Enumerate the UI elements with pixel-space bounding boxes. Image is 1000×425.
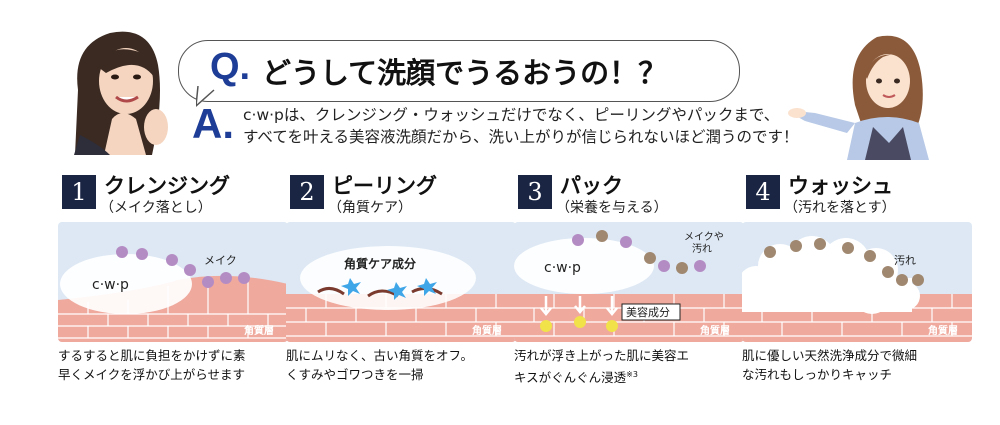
answer-mark: A. xyxy=(192,100,234,147)
cwp-bubble xyxy=(60,254,192,314)
step-1-desc-line-1: するすると肌に負担をかけずに素 xyxy=(58,348,246,363)
down-arrow-icon xyxy=(606,296,618,316)
step-4-desc-line-2: な汚れもしっかりキャッチ xyxy=(742,367,893,382)
beauty-label-box xyxy=(621,303,681,321)
step-2-diagram: 角質ケア成分 角質層 xyxy=(286,222,516,342)
makeup-particle xyxy=(572,234,584,246)
step-1-diagram: c·w·p メイク 角質層 xyxy=(58,222,288,342)
makeup-particle xyxy=(166,254,178,266)
question-text: どうして洗顔でうるおうの！？ xyxy=(262,56,668,90)
makeup-particle xyxy=(694,260,706,272)
step-3-desc-line-2: キスがぐんぐん浸透※3 xyxy=(514,365,638,387)
beauty-ingredient xyxy=(606,320,618,332)
step-1-subtitle: （メイク落とし） xyxy=(100,200,212,216)
dirt-particle xyxy=(842,242,854,254)
dirt-particle xyxy=(864,250,876,262)
layer-label: 角質層 xyxy=(472,324,502,337)
product-label: c·w·p xyxy=(544,260,581,276)
makeup-particle xyxy=(658,260,670,272)
dirt-label-1: メイクや xyxy=(684,231,724,243)
care-bubble xyxy=(300,246,476,310)
answer-line-1: c·w·pは、クレンジング・ウォッシュだけでなく、ピーリングやパックまで、 xyxy=(243,106,780,124)
dirt-label: 汚れ xyxy=(894,254,916,267)
makeup-particle xyxy=(136,248,148,260)
woman-photo xyxy=(60,15,180,155)
step-2-desc-line-1: 肌にムリなく、古い角質をオフ。 xyxy=(286,348,474,363)
care-sparkle xyxy=(387,282,407,300)
beauty-ingredient xyxy=(574,316,586,328)
makeup-particle xyxy=(184,264,196,276)
dirt-particle xyxy=(896,274,908,286)
step-3-desc-line-1: 汚れが浮き上がった肌に美容エ xyxy=(514,348,690,363)
layer-label: 角質層 xyxy=(928,324,958,337)
question-bubble xyxy=(178,40,740,102)
step-2-subtitle: （角質ケア） xyxy=(328,200,412,216)
makeup-particle xyxy=(620,236,632,248)
step-3-number: 3 xyxy=(518,175,552,209)
answer-line-2: すべてを叶える美容液洗顔だから、洗い上がりが信じられないほど潤うのです！ xyxy=(243,128,799,146)
dirt-particle xyxy=(790,240,802,252)
step-1-desc-line-2: 早くメイクを浮かび上がらせます xyxy=(58,367,246,382)
step-2-desc-line-2: くすみやゴワつきを一掃 xyxy=(286,367,424,382)
beauty-label: 美容成分 xyxy=(626,305,670,319)
dirt-particle xyxy=(596,230,608,242)
down-arrow-icon xyxy=(540,296,552,316)
illustrated-woman xyxy=(785,15,935,160)
step-4-title: ウォッシュ xyxy=(788,173,893,198)
beauty-ingredient xyxy=(540,320,552,332)
step-1-number: 1 xyxy=(62,175,96,209)
step-1-title: クレンジング xyxy=(104,173,230,198)
dirt-particle xyxy=(644,252,656,264)
step-4-diagram: 汚れ 角質層 xyxy=(742,222,972,342)
dirt-particle xyxy=(676,262,688,274)
layer-label: 角質層 xyxy=(700,324,730,337)
question-bubble-tail xyxy=(196,86,215,108)
foam-cloud xyxy=(742,236,920,314)
step-3-desc-text: キスがぐんぐん浸透 xyxy=(514,370,627,386)
step-4-number: 4 xyxy=(746,175,780,209)
step-3-title: パック xyxy=(560,173,623,198)
cwp-bubble xyxy=(514,238,654,294)
footnote-mark: ※3 xyxy=(626,370,638,379)
makeup-particle xyxy=(220,272,232,284)
makeup-particle xyxy=(238,272,250,284)
dirt-particle xyxy=(912,274,924,286)
step-2-title: ピーリング xyxy=(332,173,437,198)
layer-label: 角質層 xyxy=(244,324,274,337)
dirt-label-2: 汚れ xyxy=(692,242,712,255)
question-mark: Q. xyxy=(210,46,251,88)
dirt-particle xyxy=(882,266,894,278)
makeup-label: メイク xyxy=(204,254,237,267)
makeup-particle xyxy=(202,276,214,288)
step-2-number: 2 xyxy=(290,175,324,209)
step-4-desc-line-1: 肌に優しい天然洗浄成分で微細 xyxy=(742,348,918,363)
step-3-subtitle: （栄養を与える） xyxy=(556,200,668,216)
step-3-diagram: c·w·p メイクや 汚れ 美容成分 角質層 xyxy=(514,222,744,342)
care-label: 角質ケア成分 xyxy=(344,256,416,271)
care-sparkle xyxy=(417,278,437,296)
step-4-subtitle: （汚れを落とす） xyxy=(784,200,896,216)
down-arrow-icon xyxy=(574,296,586,314)
old-keratin xyxy=(317,287,345,296)
dirt-particle xyxy=(764,246,776,258)
dirt-particle xyxy=(814,238,826,250)
product-label: c·w·p xyxy=(92,277,129,293)
makeup-particle xyxy=(116,246,128,258)
care-sparkle xyxy=(341,278,361,296)
